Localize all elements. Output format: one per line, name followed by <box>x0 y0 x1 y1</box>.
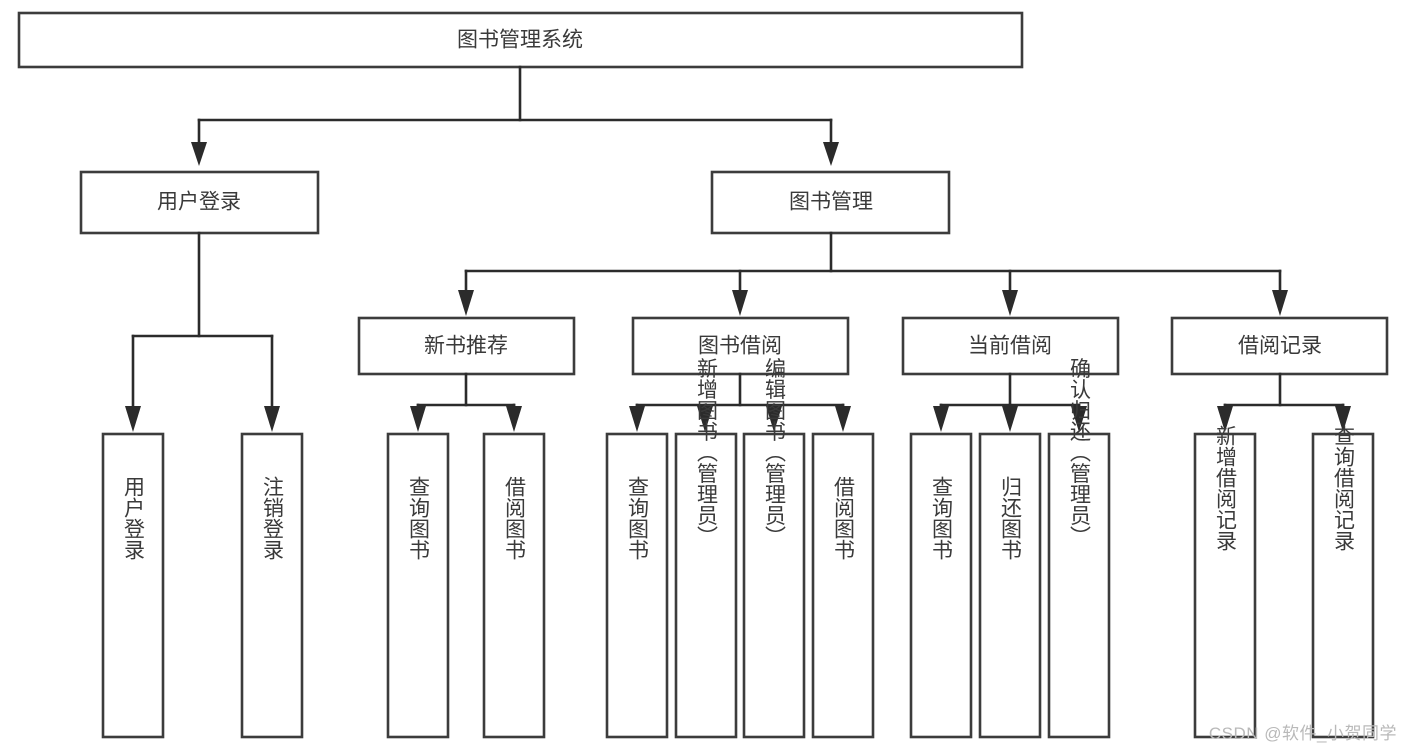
leaf-user-login-box <box>101 432 165 739</box>
leaf-query-book-2[interactable]: 查询图书 <box>605 432 669 739</box>
leaf-query-record[interactable]: 查询借阅记录 <box>1311 425 1375 739</box>
node-current-borrow-label: 当前借阅 <box>968 335 1052 358</box>
node-root-label: 图书管理系统 <box>457 29 583 52</box>
node-book-manage[interactable]: 图书管理 <box>710 170 951 235</box>
node-root-box <box>17 11 1024 69</box>
leaf-return-book-box <box>978 432 1042 739</box>
leaf-query-record-box <box>1311 432 1375 739</box>
leaf-borrow-book-2[interactable]: 借阅图书 <box>811 432 875 739</box>
leaf-borrow-book-2-box <box>811 432 875 739</box>
node-new-book-recommend-box <box>357 316 576 376</box>
node-book-borrow[interactable]: 图书借阅 <box>631 316 850 376</box>
arrow-head-icon <box>125 406 141 432</box>
node-current-borrow[interactable]: 当前借阅 <box>901 316 1120 376</box>
node-borrow-record-label: 借阅记录 <box>1238 335 1322 358</box>
node-new-book-recommend[interactable]: 新书推荐 <box>357 316 576 376</box>
leaf-add-book[interactable]: 新增图书（管理员） <box>674 358 738 739</box>
leaf-borrow-book-1-box <box>482 432 546 739</box>
leaf-confirm-return-box <box>1047 432 1111 739</box>
leaf-query-book-1-box <box>386 432 450 739</box>
leaf-add-record-box <box>1193 432 1257 739</box>
leaf-query-book-1[interactable]: 查询图书 <box>386 432 450 739</box>
arrow-head-icon <box>732 290 748 316</box>
leaf-borrow-book-1[interactable]: 借阅图书 <box>482 432 546 739</box>
node-user-login-label: 用户登录 <box>157 191 241 214</box>
arrow-head-icon <box>191 142 207 166</box>
leaf-logout-box <box>240 432 304 739</box>
node-user-login[interactable]: 用户登录 <box>79 170 320 235</box>
connector-user-login-to-leaves <box>125 231 280 432</box>
node-book-manage-label: 图书管理 <box>789 191 873 214</box>
arrow-head-icon <box>1002 406 1018 432</box>
node-book-borrow-label: 图书借阅 <box>698 335 782 358</box>
connector-book-manage-to-level2 <box>458 231 1288 316</box>
leaf-query-book-2-box <box>605 432 669 739</box>
leaf-query-book-1-label: 查询图书 <box>407 476 431 560</box>
connector-book-borrow-to-leaves <box>629 372 851 432</box>
leaf-user-login[interactable]: 用户登录 <box>101 432 165 739</box>
arrow-head-icon <box>629 406 645 432</box>
node-current-borrow-box <box>901 316 1120 376</box>
leaf-edit-book[interactable]: 编辑图书（管理员） <box>742 358 806 739</box>
arrow-head-icon <box>697 406 713 432</box>
leaf-add-record[interactable]: 新增借阅记录 <box>1193 425 1257 739</box>
leaf-edit-book-box <box>742 432 806 739</box>
leaf-confirm-return-label: 确认归还（管理员） <box>1068 358 1092 547</box>
arrow-head-icon <box>933 406 949 432</box>
arrow-head-icon <box>1335 406 1351 432</box>
arrow-head-icon <box>1217 406 1233 432</box>
leaf-borrow-book-2-label: 借阅图书 <box>832 476 856 560</box>
node-new-book-recommend-label: 新书推荐 <box>424 335 508 358</box>
leaf-logout[interactable]: 注销登录 <box>240 432 304 739</box>
arrow-head-icon <box>1071 406 1087 432</box>
arrow-head-icon <box>1272 290 1288 316</box>
leaf-query-record-label: 查询借阅记录 <box>1332 425 1356 551</box>
leaf-query-book-2-label: 查询图书 <box>626 476 650 560</box>
arrow-head-icon <box>766 406 782 432</box>
node-root[interactable]: 图书管理系统 <box>17 11 1024 69</box>
connector-root-to-level1 <box>191 65 839 166</box>
leaf-query-book-3-label: 查询图书 <box>930 476 954 560</box>
arrow-head-icon <box>458 290 474 316</box>
connector-new-book-recommend-to-leaves <box>410 372 522 432</box>
leaf-return-book-label: 归还图书 <box>999 476 1023 560</box>
arrow-head-icon <box>835 406 851 432</box>
leaf-logout-label: 注销登录 <box>261 476 285 560</box>
arrow-head-icon <box>264 406 280 432</box>
arrow-head-icon <box>1002 290 1018 316</box>
leaf-edit-book-label: 编辑图书（管理员） <box>763 358 787 547</box>
leaf-confirm-return[interactable]: 确认归还（管理员） <box>1047 358 1111 739</box>
leaf-query-book-3-box <box>909 432 973 739</box>
leaf-borrow-book-1-label: 借阅图书 <box>503 476 527 560</box>
arrow-head-icon <box>823 142 839 166</box>
leaf-add-record-label: 新增借阅记录 <box>1214 425 1238 551</box>
leaf-add-book-label: 新增图书（管理员） <box>695 358 719 547</box>
node-user-login-box <box>79 170 320 235</box>
connector-borrow-record-to-leaves <box>1217 372 1351 432</box>
leaf-query-book-3[interactable]: 查询图书 <box>909 432 973 739</box>
node-borrow-record-box <box>1170 316 1389 376</box>
connector-current-borrow-to-leaves <box>933 372 1087 432</box>
leaf-return-book[interactable]: 归还图书 <box>978 432 1042 739</box>
arrow-head-icon <box>410 406 426 432</box>
leaf-add-book-box <box>674 432 738 739</box>
node-borrow-record[interactable]: 借阅记录 <box>1170 316 1389 376</box>
arrow-head-icon <box>506 406 522 432</box>
leaf-user-login-label: 用户登录 <box>122 476 146 560</box>
